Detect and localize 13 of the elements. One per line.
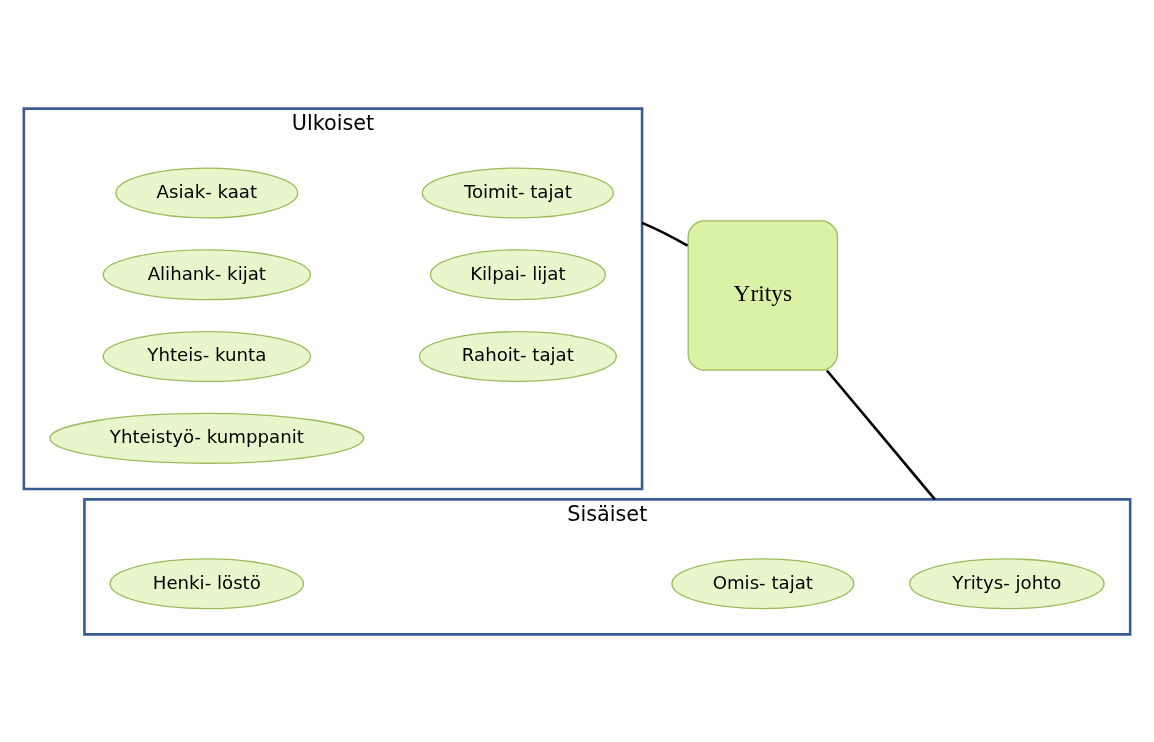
node-ellipse: Toimit- tajat xyxy=(421,166,615,219)
node-ellipse: Henki- löstö xyxy=(109,557,305,609)
connector xyxy=(641,221,689,247)
node-ellipse: Yhteis- kunta xyxy=(102,330,312,382)
node-box: Yritys xyxy=(687,219,839,371)
connector xyxy=(825,369,936,500)
node-ellipse: Yritys- johto xyxy=(908,557,1105,609)
node-ellipse: Yhteistyö- kumppanit xyxy=(49,412,365,464)
node-ellipse: Rahoit- tajat xyxy=(418,330,617,382)
node-ellipse: Omis- tajat xyxy=(671,557,855,609)
node-ellipse: Kilpai- lijat xyxy=(429,248,606,300)
node-ellipse: Alihank- kijat xyxy=(102,248,312,300)
node-ellipse: Asiak- kaat xyxy=(115,166,299,219)
